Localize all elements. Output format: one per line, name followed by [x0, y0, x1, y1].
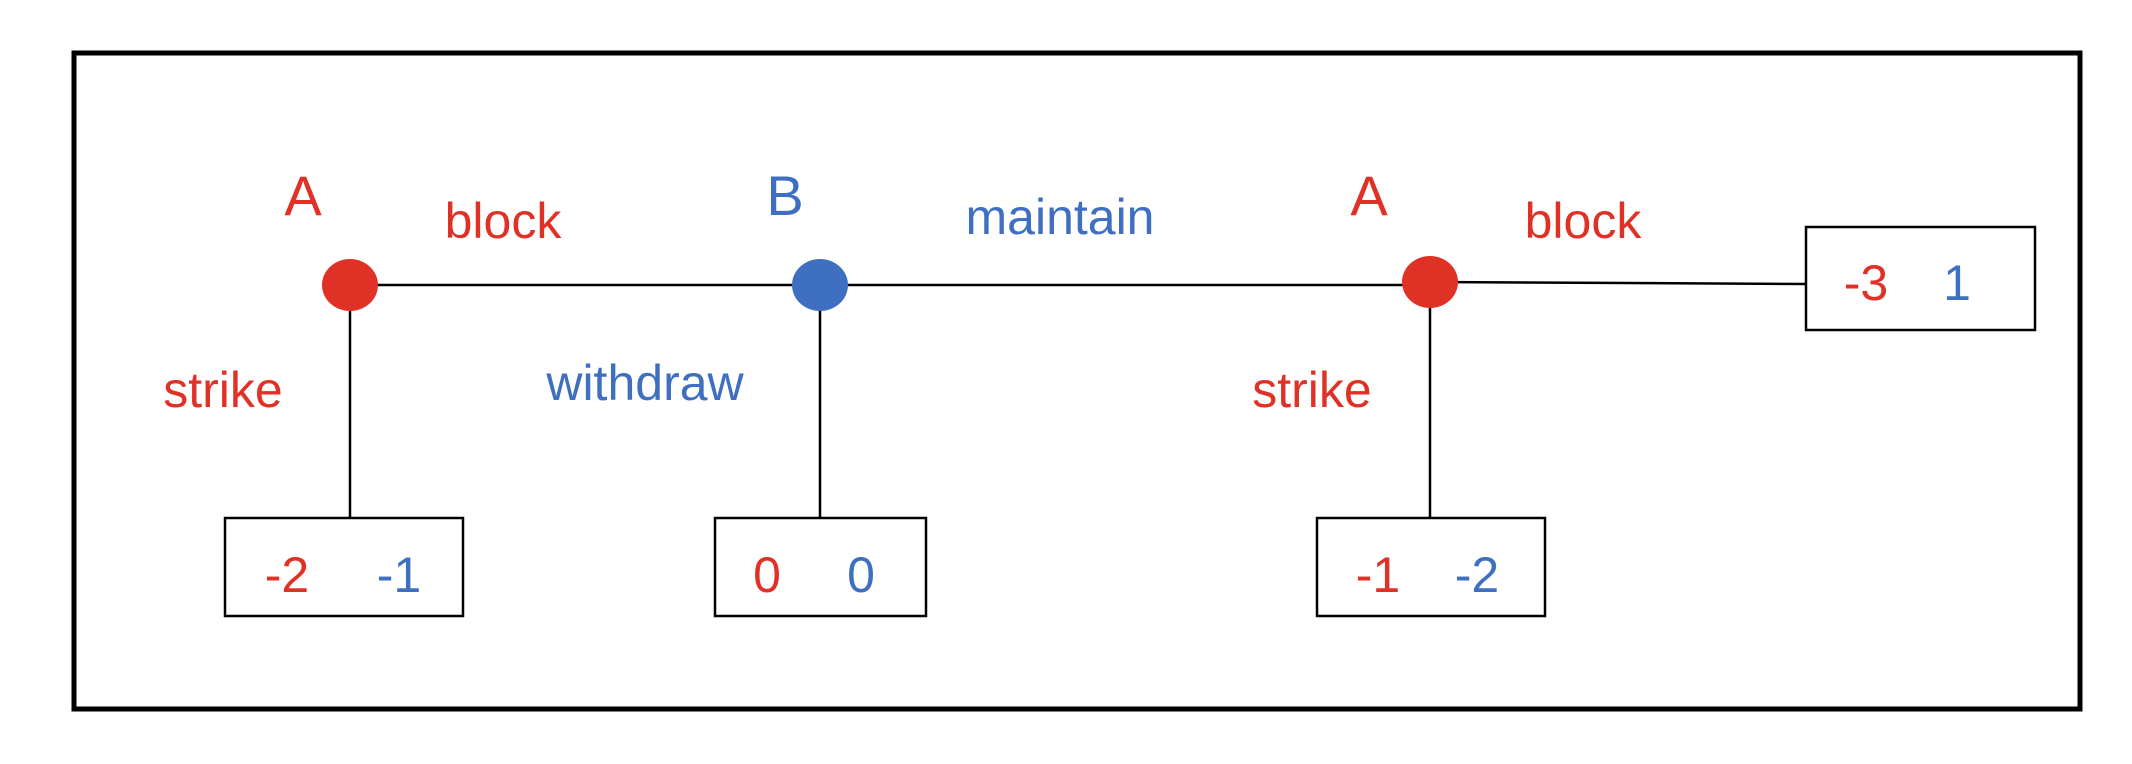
action-label-a2-strike: strike: [1252, 362, 1371, 418]
payoff-a1-strike-a: -2: [265, 547, 309, 603]
node-a2: [1402, 256, 1458, 308]
payoff-a1-strike-b: -1: [377, 547, 421, 603]
edge-a2-to-payoff: [1429, 280, 1807, 286]
payoff-box-a2-block: -3 1: [1804, 225, 2037, 332]
payoff-box-a2-strike: -1 -2: [1315, 516, 1547, 618]
node-b: [792, 259, 848, 311]
node-a1-player-label: A: [284, 164, 322, 227]
payoff-a2-block-a: -3: [1844, 255, 1888, 311]
payoff-b-withdraw-a: 0: [753, 547, 781, 603]
action-label-a2-block: block: [1525, 193, 1643, 249]
action-label-a1-block: block: [445, 193, 563, 249]
node-a2-player-label: A: [1350, 164, 1388, 227]
payoff-a2-strike-a: -1: [1356, 547, 1400, 603]
action-label-b-maintain: maintain: [966, 189, 1155, 245]
diagram-frame: [71, 50, 2083, 712]
node-b-player-label: B: [766, 164, 803, 227]
payoff-a2-block-b: 1: [1943, 255, 1971, 311]
action-label-a1-strike: strike: [163, 362, 282, 418]
payoff-a2-strike-b: -2: [1455, 547, 1499, 603]
payoff-b-withdraw-b: 0: [847, 547, 875, 603]
payoff-box-b-withdraw: 0 0: [713, 516, 928, 618]
payoff-box-a1-strike: -2 -1: [223, 516, 465, 618]
node-a1: [322, 259, 378, 311]
action-label-b-withdraw: withdraw: [545, 355, 744, 411]
